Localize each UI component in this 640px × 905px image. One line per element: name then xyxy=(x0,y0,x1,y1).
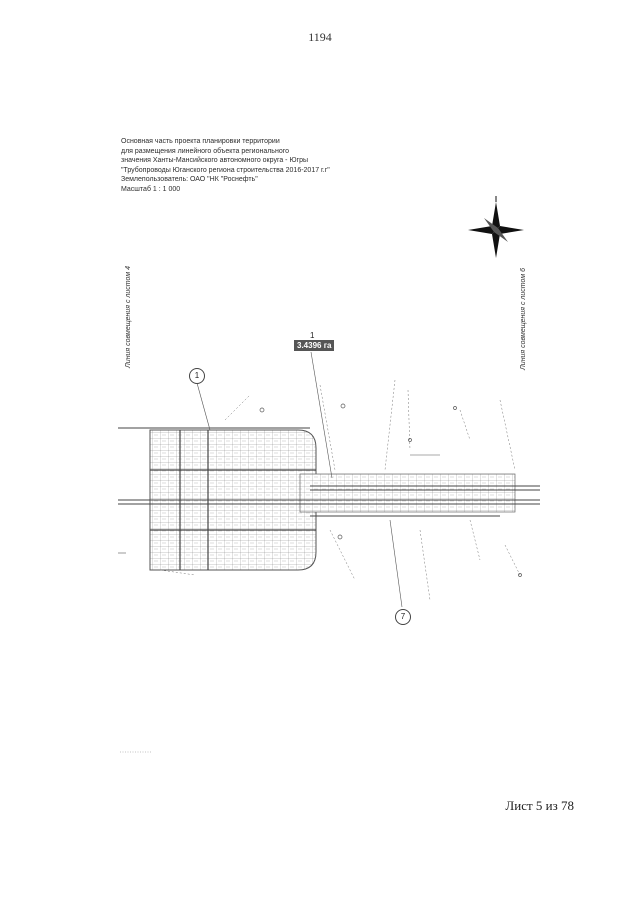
header-line-3: значения Ханты-Мансийского автономного о… xyxy=(121,157,309,165)
point-marker-1: 1 xyxy=(189,368,205,384)
pipeline-corridor xyxy=(299,473,516,513)
leader-lines xyxy=(196,351,403,608)
header-line-2: для размещения линейного объекта региона… xyxy=(121,147,289,155)
pipeline-lines xyxy=(118,427,540,517)
area-label: 3.4396 га xyxy=(294,340,335,351)
join-line-left: Линия совмещения с листом 4 xyxy=(125,265,132,368)
plan-header: Основная часть проекта планировки террит… xyxy=(121,137,381,195)
pad-grid-lines xyxy=(150,430,316,570)
page-number: 1194 xyxy=(308,30,332,44)
area-number: 1 xyxy=(310,331,315,340)
scale-label: Масштаб 1 : 1 000 xyxy=(121,185,181,193)
survey-points xyxy=(259,403,522,577)
survey-lines xyxy=(159,379,521,601)
point-marker-7: 7 xyxy=(395,609,411,625)
header-line-5: Землепользователь: ОАО "НК "Роснефть" xyxy=(121,176,258,184)
header-line-1: Основная часть проекта планировки террит… xyxy=(121,138,280,145)
join-line-right: Линия совмещения с листом 6 xyxy=(520,267,527,370)
dimension-marks xyxy=(118,454,440,554)
header-line-4: "Трубопроводы Юганского региона строител… xyxy=(121,166,330,174)
compass-rose-icon xyxy=(468,196,524,258)
sheet-counter: Лист 5 из 78 xyxy=(505,798,574,813)
